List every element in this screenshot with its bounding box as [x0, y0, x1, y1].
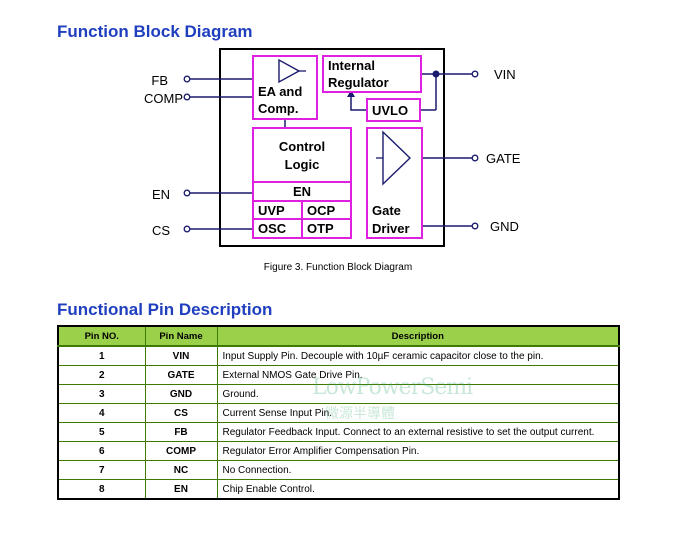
block-ea-comp: EA and Comp.: [252, 55, 318, 120]
table-row: 7 NC No Connection.: [57, 460, 620, 480]
pin-description: Regulator Error Amplifier Compensation P…: [216, 441, 620, 461]
pin-name: GND: [144, 384, 218, 404]
pin-fb: FB: [151, 73, 253, 88]
block-regulator-label-1: Internal: [328, 58, 375, 73]
table-row: 8 EN Chip Enable Control.: [57, 479, 620, 500]
block-ea-label-1: EA and: [258, 84, 302, 99]
table-row: 6 COMP Regulator Error Amplifier Compens…: [57, 441, 620, 461]
block-internal-regulator: Internal Regulator: [322, 55, 422, 93]
pin-name: FB: [144, 422, 218, 442]
table-row: 5 FB Regulator Feedback Input. Connect t…: [57, 422, 620, 442]
pin-description: Input Supply Pin. Decouple with 10µF cer…: [216, 345, 620, 366]
internal-wiring: [284, 74, 437, 128]
block-uvp-label: UVP: [258, 203, 285, 218]
block-otp-label: OTP: [307, 221, 334, 236]
pin-name: VIN: [144, 345, 218, 366]
pin-description-table: Pin NO. Pin Name Description 1 VIN Input…: [57, 325, 620, 500]
block-control-label-2: Logic: [285, 157, 320, 172]
block-ea-label-2: Comp.: [258, 101, 298, 116]
block-uvlo: UVLO: [366, 98, 421, 122]
pin-description: No Connection.: [216, 460, 620, 480]
header-pin-name: Pin Name: [144, 325, 218, 347]
pin-number: 2: [57, 365, 146, 385]
pin-description: Chip Enable Control.: [216, 479, 620, 500]
pin-number: 5: [57, 422, 146, 442]
pin-number: 4: [57, 403, 146, 423]
pin-number: 1: [57, 345, 146, 366]
chip-frame: [219, 48, 445, 247]
pin-comp: COMP: [144, 91, 253, 106]
header-pin-no: Pin NO.: [57, 325, 146, 347]
pin-name: NC: [144, 460, 218, 480]
heading-functional-pin-description: Functional Pin Description: [57, 300, 273, 319]
pin-label-en: EN: [152, 187, 170, 202]
pin-name: EN: [144, 479, 218, 500]
pin-label-cs: CS: [152, 223, 170, 238]
pin-name: CS: [144, 403, 218, 423]
amplifier-triangle-icon: [278, 58, 301, 84]
pin-en: EN: [152, 187, 253, 202]
block-ocp-label: OCP: [307, 203, 336, 218]
pin-number: 3: [57, 384, 146, 404]
pin-label-vin: VIN: [494, 67, 516, 82]
pin-number: 7: [57, 460, 146, 480]
pin-label-gate: GATE: [486, 151, 521, 166]
figure-caption: Figure 3. Function Block Diagram: [263, 262, 413, 273]
pin-name: COMP: [144, 441, 218, 461]
block-gate-driver: Gate Driver: [366, 127, 423, 239]
pin-description: Current Sense Input Pin.: [216, 403, 620, 423]
table-row: 1 VIN Input Supply Pin. Decouple with 10…: [57, 345, 620, 366]
pin-cs: CS: [152, 223, 253, 238]
watermark-text-cjk: 微源半導體: [325, 405, 395, 421]
header-description: Description: [216, 325, 620, 347]
block-control-label-1: Control: [279, 139, 325, 154]
pin-label-fb: FB: [151, 73, 168, 88]
pin-description: Regulator Feedback Input. Connect to an …: [216, 422, 620, 442]
pin-number: 8: [57, 479, 146, 500]
pin-number: 6: [57, 441, 146, 461]
block-osc-label: OSC: [258, 221, 287, 236]
pin-name: GATE: [144, 365, 218, 385]
block-gate-label-1: Gate: [372, 203, 401, 218]
block-uvlo-label: UVLO: [372, 103, 408, 118]
block-regulator-label-2: Regulator: [328, 75, 389, 90]
pin-gnd: GND: [422, 219, 519, 234]
watermark-text: LowPowerSemi: [312, 375, 473, 400]
heading-function-block-diagram: Function Block Diagram: [57, 22, 253, 41]
table-header-row: Pin NO. Pin Name Description: [57, 325, 620, 347]
block-control-logic: Control Logic EN UVP OCP OSC OTP: [252, 127, 352, 239]
block-en-label: EN: [293, 184, 311, 199]
pin-label-comp: COMP: [144, 91, 183, 106]
function-block-diagram: FB COMP EN CS VIN GATE GND: [144, 48, 521, 247]
pin-vin: VIN: [421, 67, 516, 82]
pin-gate: GATE: [410, 151, 521, 166]
pin-label-gnd: GND: [490, 219, 519, 234]
block-gate-label-2: Driver: [372, 221, 410, 236]
